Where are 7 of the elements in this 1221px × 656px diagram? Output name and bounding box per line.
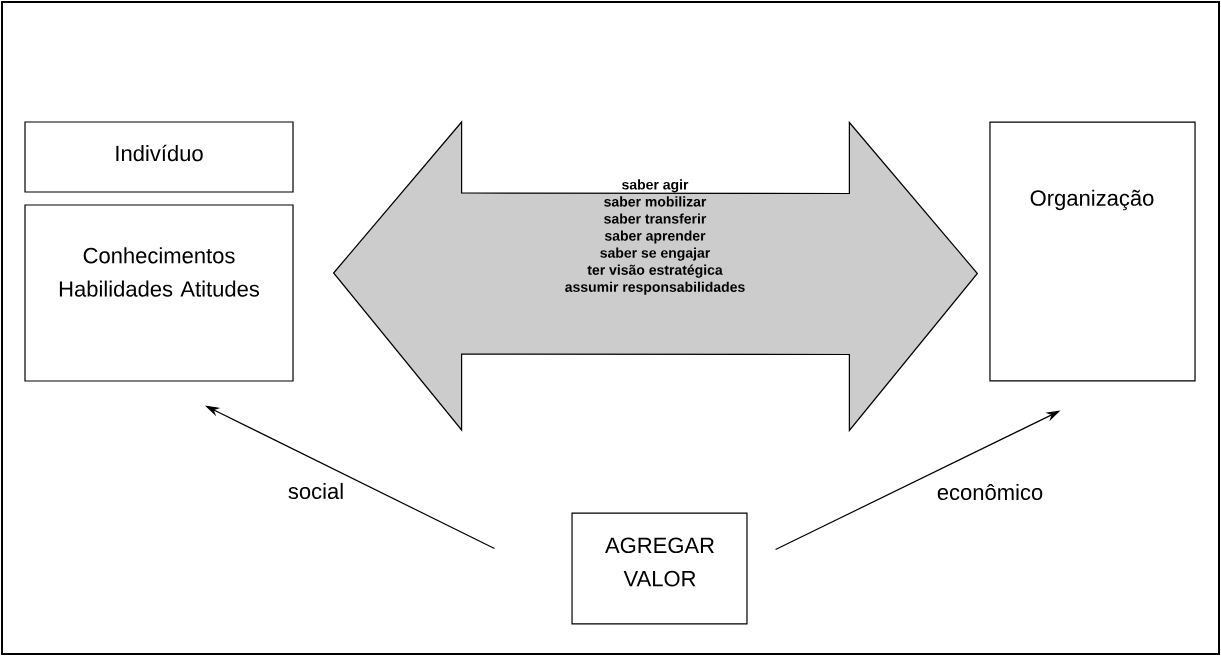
text-box: AGREGAR VALOR bbox=[571, 512, 748, 625]
text-box: Organização bbox=[989, 121, 1196, 382]
text-box: Indivíduo bbox=[24, 121, 294, 193]
text-list: saber agir saber mobilizar saber transferir saber aprender saber se engajar ter visão estratégica assumir responsabilidades bbox=[565, 179, 745, 295]
text-box: Conhecimentos Habilidades Atitudes bbox=[24, 204, 294, 382]
edge-label: econômico bbox=[937, 483, 1043, 501]
edge-label: social bbox=[288, 482, 343, 500]
